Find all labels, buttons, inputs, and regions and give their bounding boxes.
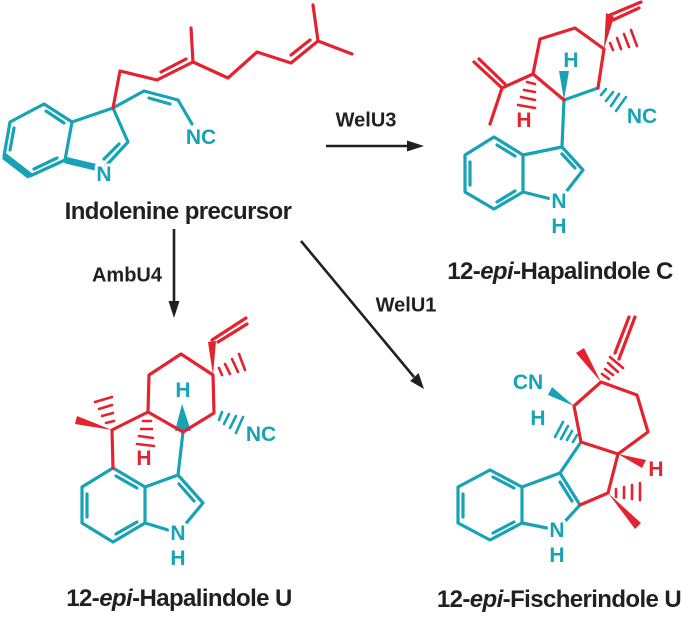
label-num: 12-: [447, 258, 481, 285]
atom-label-cn: CN: [513, 371, 543, 394]
arrow-ambu4: [168, 229, 180, 318]
atom-label-n: N: [96, 163, 111, 186]
label-enzyme-ambu4: AmbU4: [91, 264, 163, 287]
atom-label-h9: H: [516, 109, 531, 132]
bold-wedge-h14: [618, 454, 646, 468]
label-rest: -Hapalindole U: [132, 585, 292, 612]
molecule-indolenine-precursor: N NC: [1, 3, 354, 189]
hash-wedge-nc: [217, 410, 245, 435]
label-rest: -Hapalindole C: [513, 258, 673, 285]
label-rest: -Fischerindole U: [502, 586, 682, 613]
label-enzyme-welu3: WelU3: [335, 109, 397, 132]
precursor-geranyl-chain: [111, 3, 354, 110]
atom-label-nh: H: [170, 547, 185, 570]
label-num: 12-: [436, 586, 470, 613]
label-epi: epi: [480, 258, 514, 285]
hash-wedge-nc: [599, 87, 628, 113]
atom-label-n: N: [170, 522, 185, 545]
hapu-terpene-rings: H: [75, 316, 249, 473]
molecule-hapalindole-u: N H H NC H: [75, 316, 279, 573]
label-num: 12-: [66, 585, 100, 612]
hapu-c16-teal: H NC: [172, 376, 279, 477]
precursor-vinyl-isocyanide: NC: [111, 89, 219, 152]
atom-label-n: N: [549, 519, 564, 542]
label-hapalindole-c: 12-epi-Hapalindole C: [447, 258, 673, 286]
bold-wedge-gem-methyl: [75, 416, 112, 430]
molecule-fischerindole-u: N H CN H H: [456, 315, 667, 570]
arrow-welu3: [326, 140, 424, 152]
atom-label-nh: H: [549, 544, 564, 567]
label-epi: epi: [99, 585, 133, 612]
atom-label-h10: H: [563, 49, 578, 72]
hash-wedge-gem-methyl: [614, 481, 642, 502]
label-epi: epi: [469, 586, 503, 613]
hapc-indole-core: N H: [463, 135, 585, 241]
atom-label-n: N: [551, 190, 566, 213]
atom-label-nc: NC: [186, 126, 216, 149]
bold-wedge-h10: [559, 71, 569, 100]
bold-wedge-cn: [548, 387, 574, 406]
label-indolenine-precursor: Indolenine precursor: [65, 198, 292, 226]
arrowhead-welu3: [407, 140, 424, 152]
label-hapalindole-u: 12-epi-Hapalindole U: [66, 585, 292, 613]
hash-wedge-vinyl: [600, 355, 625, 381]
atom-label-h15: H: [136, 447, 151, 470]
label-text: Indolenine precursor: [64, 198, 292, 225]
atom-label-nh: H: [551, 215, 566, 238]
hash-wedge-h9: [516, 80, 537, 110]
arrowhead-welu1: [410, 373, 424, 389]
hapu-indole-core: N H: [80, 466, 205, 573]
atom-label-nc: NC: [627, 105, 657, 128]
atom-label-h15: H: [530, 407, 545, 430]
bold-wedge-vinyl: [604, 13, 614, 49]
bold-wedge-h16: [175, 404, 191, 431]
hapc-c10-c11-teal: H NC: [559, 46, 660, 149]
hapc-terpene-ring: H: [472, 0, 643, 135]
hash-wedge-methyl12: [608, 28, 639, 52]
hash-wedge-h15: [553, 420, 579, 444]
fisch-indole-core: N H: [456, 468, 582, 570]
hash-wedge-h15: [135, 419, 156, 448]
arrowhead-ambu4: [168, 301, 180, 318]
bold-wedge-vinyl: [208, 341, 216, 375]
hash-wedge-gem-methyl: [93, 395, 116, 425]
label-fischerindole-u: 12-epi-Fischerindole U: [436, 586, 682, 614]
bold-wedge-methyl12: [576, 348, 601, 382]
fisch-c15-c11-teal: CN H: [510, 368, 583, 475]
atom-label-h16: H: [175, 379, 190, 402]
label-enzyme-welu1: WelU1: [375, 294, 437, 317]
fisch-terpene-rings: H: [572, 315, 667, 529]
arrow-welu1: [300, 240, 424, 389]
molecule-hapalindole-c: N H H NC H: [463, 0, 660, 241]
atom-label-h14: H: [648, 458, 663, 481]
bold-wedge-gem-methyl: [608, 493, 641, 529]
hash-wedge-methyl12: [217, 352, 247, 377]
precursor-indole-core: N: [1, 102, 130, 189]
atom-label-nc: NC: [246, 423, 276, 446]
